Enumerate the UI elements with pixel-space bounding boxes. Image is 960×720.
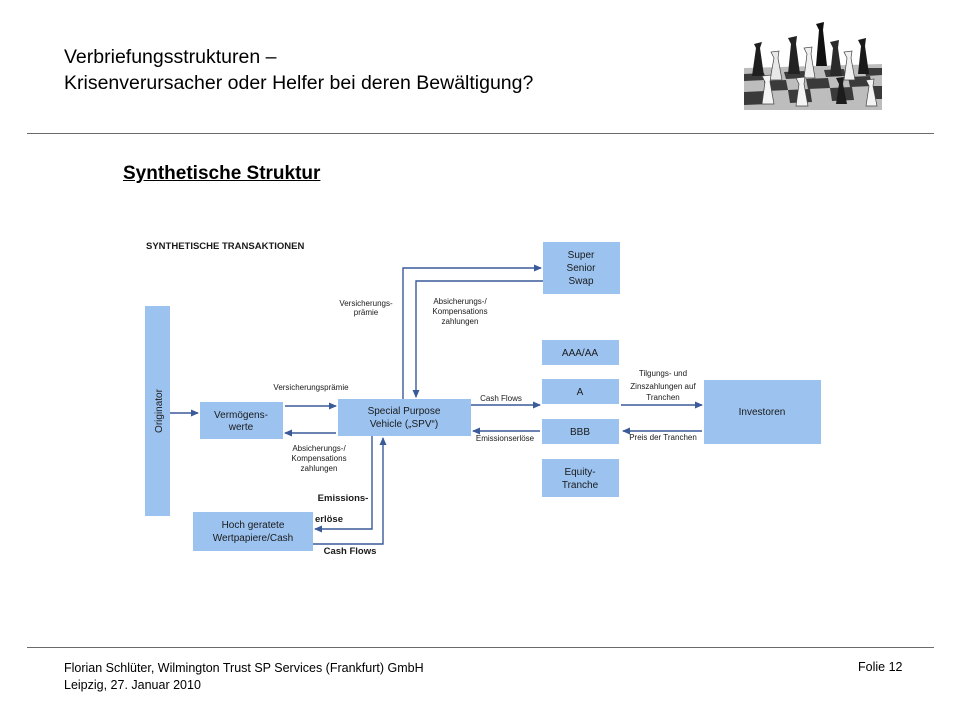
label-tilgung-1: Tilgungs- und bbox=[639, 369, 687, 378]
label-premium-top-1: Versicherungs- bbox=[339, 299, 393, 308]
label-compensation-top-1: Absicherungs-/ bbox=[433, 297, 487, 306]
spv-label-line-2: Vehicle („SPV“) bbox=[370, 419, 438, 430]
super-senior-label-line-3: Swap bbox=[568, 276, 593, 287]
tranche-aaa-box: AAA/AA bbox=[542, 340, 619, 365]
spv-label-line-1: Special Purpose bbox=[368, 406, 441, 417]
label-compensation-top-3: zahlungen bbox=[442, 317, 479, 326]
arrow-cashflows-to-spv bbox=[313, 437, 387, 545]
label-premium-top-2: prämie bbox=[354, 308, 379, 317]
label-premium-mid: Versicherungsprämie bbox=[273, 383, 349, 392]
collateral-label-line-1: Hoch geratete bbox=[222, 520, 285, 531]
label-emissions-1: Emissions- bbox=[318, 493, 369, 504]
super-senior-swap-box: Super Senior Swap bbox=[543, 242, 620, 294]
assets-label-line-1: Vermögens- bbox=[214, 410, 268, 421]
footer-divider bbox=[27, 647, 934, 648]
arrow-proceeds-to-collateral bbox=[314, 436, 373, 533]
collateral-box: Hoch geratete Wertpapiere/Cash bbox=[193, 512, 313, 551]
section-heading: Synthetische Struktur bbox=[123, 163, 321, 184]
slide-title-line-2: Krisenverursacher oder Helfer bei deren … bbox=[64, 72, 534, 94]
collateral-label-line-2: Wertpapiere/Cash bbox=[213, 533, 293, 544]
equity-tranche-box: Equity- Tranche bbox=[542, 459, 619, 497]
label-tilgung-2: Zinszahlungen auf bbox=[630, 382, 696, 391]
investors-box: Investoren bbox=[704, 380, 821, 444]
originator-box: Originator bbox=[145, 306, 170, 516]
equity-label-line-1: Equity- bbox=[564, 467, 595, 478]
assets-label-line-2: werte bbox=[228, 422, 254, 433]
label-emissionserloese: Emissionserlöse bbox=[476, 434, 535, 443]
label-cash-flows: Cash Flows bbox=[480, 394, 522, 403]
assets-box: Vermögens- werte bbox=[200, 402, 283, 439]
label-compensation-mid-1: Absicherungs-/ bbox=[292, 444, 346, 453]
label-cash-flows-bottom: Cash Flows bbox=[324, 546, 377, 557]
diagram-heading: SYNTHETISCHE TRANSAKTIONEN bbox=[146, 241, 304, 252]
arrow-premium-to-swap bbox=[402, 264, 542, 399]
tranche-bbb-box: BBB bbox=[542, 419, 619, 444]
label-preis-der-tranchen: Preis der Tranchen bbox=[629, 433, 697, 442]
label-compensation-top-2: Kompensations bbox=[432, 307, 487, 316]
chess-pieces bbox=[752, 22, 878, 107]
tranche-bbb-label: BBB bbox=[570, 427, 590, 438]
slide-number: Folie 12 bbox=[858, 660, 903, 674]
label-emissions-2: erlöse bbox=[315, 514, 343, 525]
spv-box: Special Purpose Vehicle („SPV“) bbox=[338, 399, 471, 436]
originator-label: Originator bbox=[154, 388, 165, 433]
footer-author: Florian Schlüter, Wilmington Trust SP Se… bbox=[64, 661, 424, 675]
header-divider bbox=[27, 133, 934, 134]
tranche-a-label: A bbox=[577, 387, 584, 398]
arrow-compensation-from-swap bbox=[412, 280, 543, 398]
tranche-aaa-label: AAA/AA bbox=[562, 348, 598, 359]
footer: Florian Schlüter, Wilmington Trust SP Se… bbox=[64, 660, 424, 694]
super-senior-label-line-2: Senior bbox=[567, 263, 597, 274]
equity-label-line-2: Tranche bbox=[562, 480, 599, 491]
label-compensation-mid-3: zahlungen bbox=[301, 464, 338, 473]
label-tilgung-3: Tranchen bbox=[646, 393, 680, 402]
super-senior-label-line-1: Super bbox=[568, 250, 595, 261]
slide-title-line-1: Verbriefungsstrukturen – bbox=[64, 46, 277, 68]
tranche-a-box: A bbox=[542, 379, 619, 404]
slide-title: Verbriefungsstrukturen – Krisenverursach… bbox=[64, 44, 533, 96]
chess-pieces-image bbox=[744, 18, 882, 110]
footer-place-date: Leipzig, 27. Januar 2010 bbox=[64, 678, 201, 692]
investors-label: Investoren bbox=[739, 407, 786, 418]
label-compensation-mid-2: Kompensations bbox=[291, 454, 346, 463]
